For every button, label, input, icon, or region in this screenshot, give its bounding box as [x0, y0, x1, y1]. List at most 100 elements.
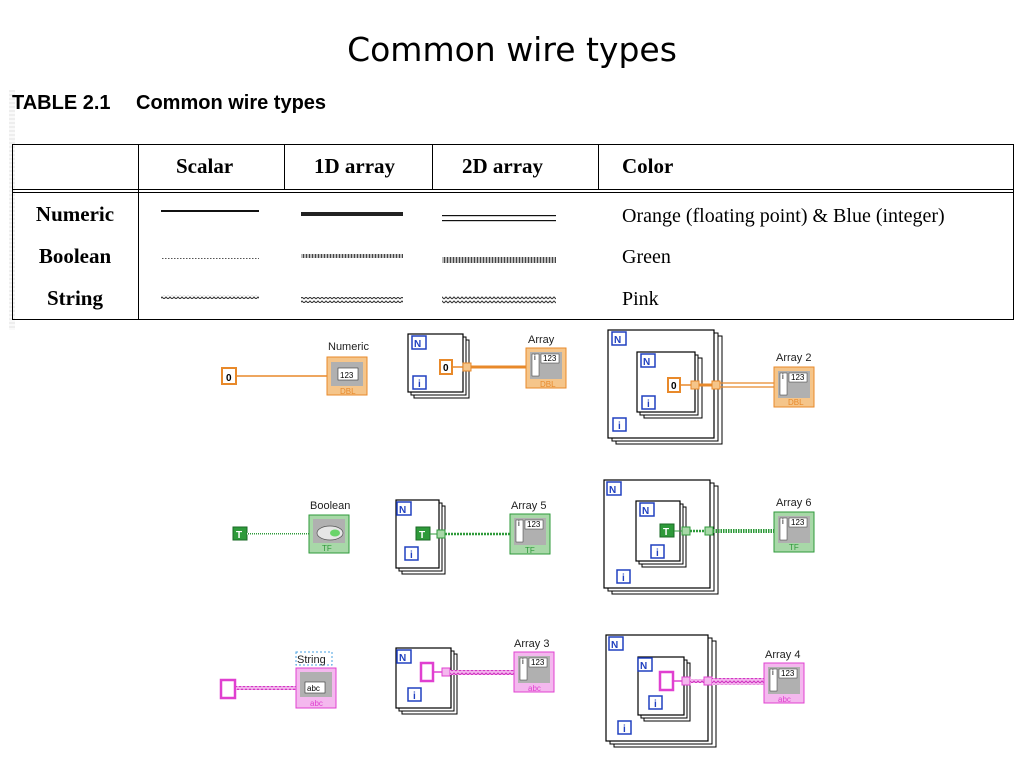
count-terminal — [411, 335, 427, 350]
tunnel — [703, 676, 713, 686]
iteration-terminal — [648, 695, 663, 710]
svg-text:123: 123 — [543, 354, 557, 363]
count-terminal — [611, 331, 627, 346]
array-label: Array 6 — [776, 497, 811, 509]
array-label: Array 2 — [776, 352, 811, 364]
boolean-array-indicator: i 123 TF — [773, 511, 815, 553]
numeric-constant — [221, 367, 237, 385]
string-constant — [419, 661, 435, 683]
numeric-2d-diagram: N i N i 0 Array 2 i 123 — [607, 329, 815, 445]
string-1d-wire — [450, 670, 516, 675]
string-2d-diagram: N i N i Array 4 i 123 abc — [605, 634, 805, 748]
table-border — [12, 144, 1014, 320]
wire-boolean-1d — [301, 254, 403, 258]
wire-string-1d — [301, 297, 403, 303]
tunnel — [690, 380, 700, 390]
string-array-indicator: i 123 abc — [513, 651, 555, 693]
svg-text:i: i — [618, 421, 621, 432]
string-scalar-diagram: String abc abc — [219, 651, 337, 709]
tunnel — [711, 380, 721, 390]
svg-text:T: T — [663, 527, 669, 538]
svg-text:DBL: DBL — [540, 380, 556, 389]
boolean-indicator-label: Boolean — [310, 500, 350, 512]
svg-text:DBL: DBL — [788, 398, 804, 407]
svg-text:123: 123 — [791, 373, 805, 382]
boolean-scalar-diagram: T Boolean TF — [232, 500, 350, 554]
iteration-terminal — [650, 544, 665, 559]
string-indicator-terminal: abc abc — [295, 667, 337, 709]
string-2d-wire — [712, 678, 766, 685]
count-terminal — [396, 649, 412, 664]
svg-text:123: 123 — [527, 520, 541, 529]
svg-text:N: N — [609, 485, 616, 496]
numeric-array-indicator: i 123 DBL — [525, 347, 567, 389]
svg-text:N: N — [399, 653, 406, 664]
svg-text:abc: abc — [528, 684, 541, 693]
count-terminal — [637, 657, 653, 672]
header-color: Color — [622, 154, 674, 178]
header-1d-array: 1D array — [314, 154, 396, 178]
wire-numeric-2d — [442, 215, 556, 222]
svg-text:i: i — [782, 372, 784, 381]
svg-text:i: i — [518, 519, 520, 528]
svg-text:TF: TF — [789, 543, 799, 552]
svg-text:N: N — [642, 506, 649, 517]
wire-types-table: Scalar 1D array 2D array Color Numeric B… — [12, 144, 1014, 320]
array-label: Array — [528, 334, 555, 346]
svg-text:TF: TF — [525, 546, 535, 555]
string-1d-diagram: N i Array 3 i 123 abc — [395, 638, 555, 715]
string-constant — [219, 678, 237, 700]
svg-text:0: 0 — [226, 373, 232, 384]
svg-text:abc: abc — [310, 699, 323, 708]
iteration-terminal — [404, 546, 419, 561]
boolean-2d-diagram: N i N i T Array 6 i 123 TF — [603, 479, 815, 595]
table-caption: TABLE 2.1 Common wire types — [12, 92, 326, 115]
svg-text:i: i — [656, 548, 659, 559]
svg-text:abc: abc — [307, 684, 320, 693]
table-number: TABLE 2.1 — [12, 92, 111, 114]
count-terminal — [608, 636, 624, 651]
column-divider — [284, 144, 285, 190]
svg-text:i: i — [622, 573, 625, 584]
svg-text:i: i — [782, 517, 784, 526]
tunnel — [681, 676, 691, 686]
iteration-terminal — [407, 687, 422, 702]
svg-text:0: 0 — [443, 363, 449, 374]
boolean-1d-diagram: N i T Array 5 i 123 TF — [395, 499, 551, 575]
numeric-scalar-diagram: 0 Numeric 123 DBL — [221, 341, 369, 396]
numeric-1d-diagram: N i 0 Array i 123 DBL — [407, 333, 567, 399]
string-indicator-label: String — [297, 654, 326, 666]
string-array-indicator: i 123 abc — [763, 662, 805, 704]
wire-samples — [161, 210, 556, 304]
iteration-terminal — [641, 395, 656, 410]
svg-text:i: i — [413, 691, 416, 702]
row-label-boolean: Boolean — [38, 244, 112, 268]
tunnel — [436, 529, 446, 539]
svg-text:i: i — [623, 724, 626, 735]
svg-text:i: i — [647, 399, 650, 410]
slide-title: Common wire types — [347, 30, 677, 69]
svg-text:i: i — [522, 657, 524, 666]
svg-text:0: 0 — [671, 381, 677, 392]
table-caption-title: Common wire types — [136, 92, 327, 114]
array-label: Array 5 — [511, 500, 546, 512]
iteration-terminal — [612, 417, 627, 432]
numeric-array-indicator: i 123 DBL — [773, 366, 815, 408]
svg-text:i: i — [654, 699, 657, 710]
svg-text:123: 123 — [781, 669, 795, 678]
svg-text:123: 123 — [340, 371, 354, 380]
tunnel — [704, 526, 714, 536]
boolean-indicator-terminal: TF — [308, 514, 350, 554]
svg-text:T: T — [236, 530, 242, 541]
iteration-terminal — [616, 569, 631, 584]
svg-text:N: N — [643, 357, 650, 368]
color-string: Pink — [622, 288, 659, 310]
numeric-indicator-label: Numeric — [328, 341, 369, 353]
wire-string-scalar — [161, 295, 259, 299]
array-label: Array 3 — [514, 638, 549, 650]
svg-text:i: i — [772, 668, 774, 677]
color-boolean: Green — [622, 246, 671, 268]
svg-text:N: N — [640, 661, 647, 672]
svg-text:N: N — [399, 505, 406, 516]
